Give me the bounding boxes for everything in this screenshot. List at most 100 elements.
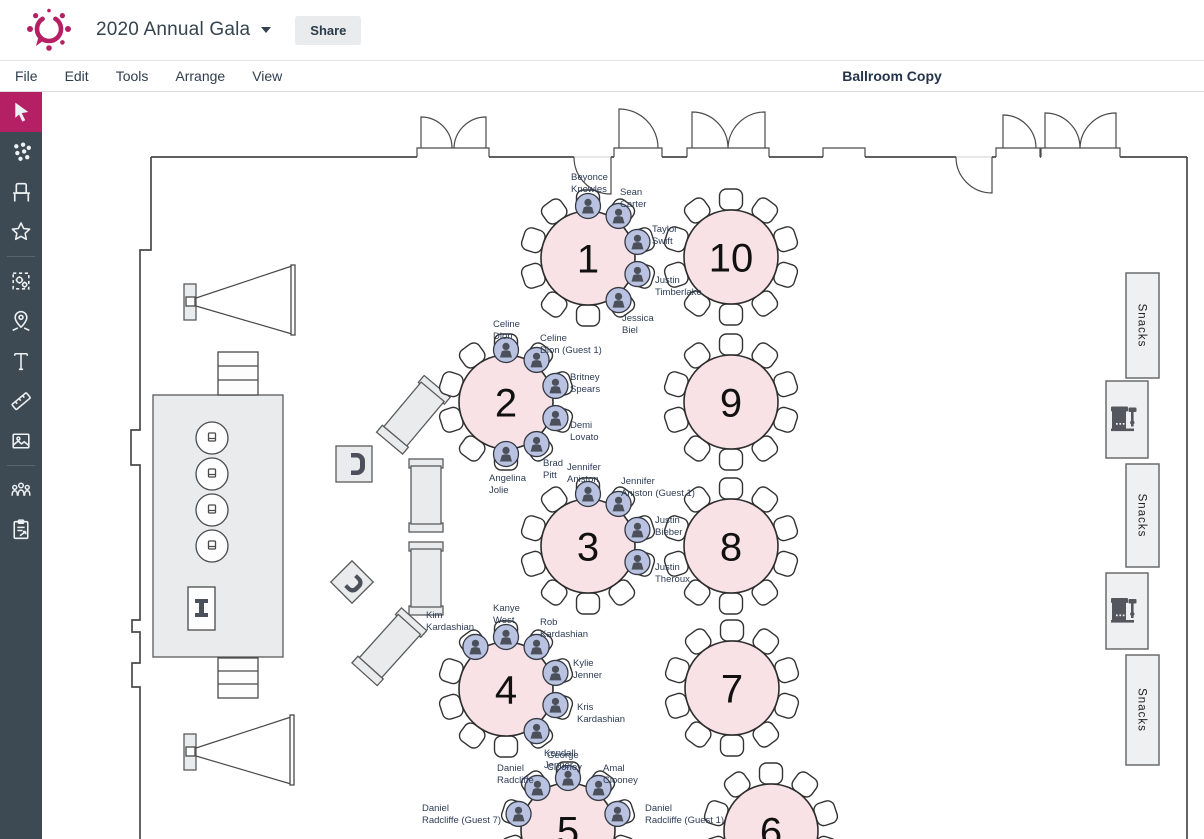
menu-tools[interactable]: Tools [115,68,149,84]
guest-avatar[interactable] [605,286,632,314]
stage-cocktail-round[interactable] [195,457,229,491]
guest-avatar[interactable] [624,228,651,256]
share-button[interactable]: Share [295,15,362,45]
table-top[interactable] [683,354,779,450]
chair[interactable] [703,835,730,839]
guest-avatar[interactable] [624,260,651,288]
tool-cursor[interactable] [0,92,42,132]
table-8[interactable]: 8 [663,477,799,615]
stage[interactable] [152,394,284,658]
chair[interactable] [493,735,519,758]
buffet-table[interactable] [375,374,452,455]
chair[interactable] [719,734,745,757]
table-10[interactable]: 10 [663,188,799,326]
guest-avatar[interactable] [542,372,569,400]
speaker[interactable] [183,714,295,786]
guest-avatar[interactable] [523,430,550,458]
table-4[interactable]: 4 [438,620,574,758]
chair[interactable] [575,304,601,327]
chair[interactable] [812,835,839,839]
menu-view[interactable]: View [252,68,283,84]
toolbar-divider [7,256,35,257]
guest-avatar[interactable] [604,800,631,828]
chair[interactable] [718,303,744,326]
table-7[interactable]: 7 [664,619,800,757]
guest-avatar[interactable] [605,490,632,518]
podium[interactable] [187,586,216,631]
stairs[interactable] [217,351,259,396]
doors[interactable] [420,108,1117,195]
snack-station[interactable]: Snacks [1125,463,1160,568]
tool-chair[interactable] [0,172,42,212]
guest-avatar[interactable] [605,202,632,230]
tool-map-pin[interactable] [0,301,42,341]
chair[interactable] [609,834,636,839]
chair[interactable] [500,834,527,839]
beverage-station[interactable] [1105,380,1149,459]
snack-station[interactable]: Snacks [1125,654,1160,766]
piano[interactable] [335,445,373,483]
stage-cocktail-round[interactable] [195,529,229,563]
chair[interactable] [758,762,784,785]
chevron-down-icon[interactable] [261,27,272,33]
guest-avatar[interactable] [523,717,550,745]
tool-reports[interactable] [0,510,42,550]
event-title[interactable]: 2020 Annual Gala [96,19,251,40]
table-3[interactable]: 3 [520,477,656,615]
buffet-table[interactable] [408,458,444,533]
guest-avatar[interactable] [492,336,520,364]
table-6[interactable]: 6 [703,762,839,839]
guest-avatar[interactable] [505,800,532,828]
chair[interactable] [575,592,601,615]
table-top[interactable] [683,209,779,305]
guest-avatar[interactable] [542,691,569,719]
table-1[interactable]: 1 [520,189,656,327]
chair[interactable] [718,333,744,356]
tool-seating-cluster[interactable] [0,132,42,172]
speaker[interactable] [183,264,296,336]
table-top[interactable] [683,498,779,594]
guest-avatar[interactable] [624,548,651,576]
beverage-station[interactable] [1105,572,1149,650]
guest-avatar[interactable] [624,516,651,544]
menu-edit[interactable]: Edit [64,68,89,84]
chair[interactable] [719,619,745,642]
tool-text[interactable] [0,341,42,381]
piano[interactable] [329,559,375,605]
tool-auto-arrange[interactable] [0,261,42,301]
chair[interactable] [718,448,744,471]
stairs[interactable] [217,657,259,699]
guest-avatar[interactable] [523,346,550,374]
guest-avatar[interactable] [524,774,551,802]
guest-avatar[interactable] [574,480,602,508]
table-top[interactable] [684,640,780,736]
buffet-table[interactable] [408,541,444,616]
table-9[interactable]: 9 [663,333,799,471]
tool-ruler[interactable] [0,381,42,421]
menu-arrange[interactable]: Arrange [175,68,226,84]
stage-cocktail-round[interactable] [195,421,229,455]
buffet-table[interactable] [351,606,428,687]
guest-avatar[interactable] [492,623,520,651]
guest-avatar[interactable] [523,633,550,661]
guest-avatar[interactable] [542,404,569,432]
tool-attendees[interactable] [0,470,42,510]
table-2[interactable]: 2 [438,333,574,471]
tool-image[interactable] [0,421,42,461]
chair[interactable] [718,592,744,615]
guest-avatar[interactable] [585,774,612,802]
guest-avatar[interactable] [462,633,489,661]
guest-avatar[interactable] [574,192,602,220]
table-top[interactable] [723,783,819,839]
stage-cocktail-round[interactable] [195,493,229,527]
guest-avatar[interactable] [554,764,582,792]
tool-star[interactable] [0,212,42,252]
snack-station[interactable]: Snacks [1125,272,1160,379]
guest-avatar[interactable] [542,659,569,687]
menu-file[interactable]: File [15,68,38,84]
guest-avatar[interactable] [492,440,520,468]
chair[interactable] [718,188,744,211]
chair[interactable] [718,477,744,500]
table-5[interactable]: 5 [500,761,636,839]
